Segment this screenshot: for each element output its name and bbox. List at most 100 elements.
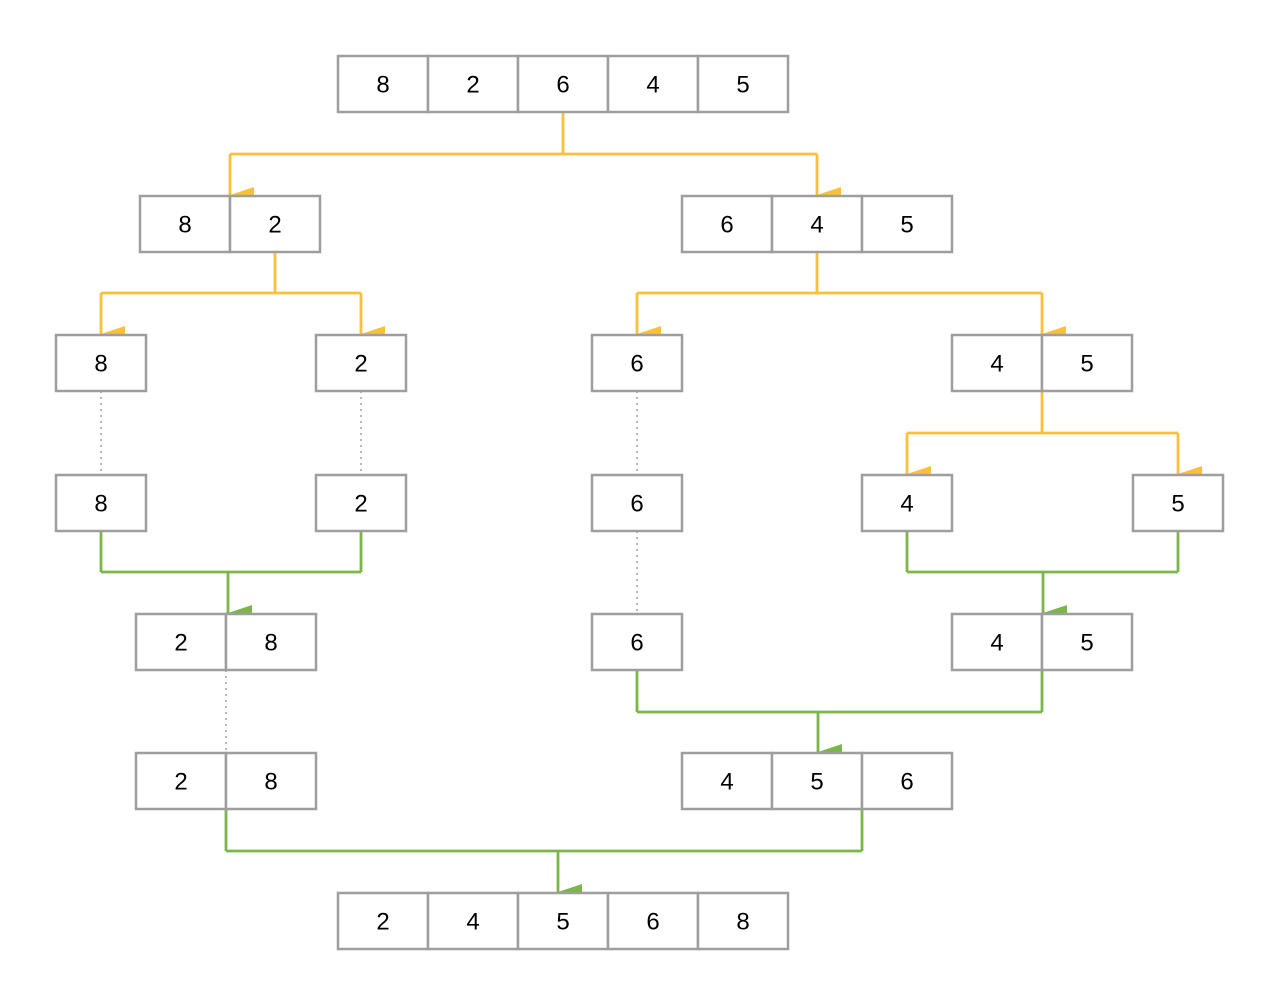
cell-value: 2 (354, 351, 367, 378)
array-cell: 5 (516, 891, 610, 951)
cell-value: 5 (1171, 491, 1184, 518)
cell-value: 8 (376, 72, 389, 99)
array-cell: 8 (224, 612, 318, 672)
cell-box (314, 333, 408, 393)
array-cell: 5 (860, 194, 954, 254)
cell-value: 2 (174, 630, 187, 657)
cell-value: 8 (264, 769, 277, 796)
array-cell: 6 (606, 891, 700, 951)
cell-value: 6 (630, 491, 643, 518)
cell-value: 2 (174, 769, 187, 796)
cell-value: 5 (900, 212, 913, 239)
array-cell: 2 (134, 751, 228, 811)
cell-box (336, 54, 430, 114)
array-cell: 8 (696, 891, 790, 951)
array-cell: 4 (770, 194, 864, 254)
cell-value: 8 (178, 212, 191, 239)
array-cell: 2 (426, 54, 520, 114)
array-cell: 2 (336, 891, 430, 951)
cell-value: 6 (556, 72, 569, 99)
cell-value: 2 (466, 72, 479, 99)
connectors (99, 112, 1202, 900)
cell-box (680, 751, 774, 811)
array-cell: 6 (516, 54, 610, 114)
array-leaf-5: 5 (1131, 473, 1225, 533)
array-cell: 8 (54, 333, 148, 393)
cell-box (860, 194, 954, 254)
array-cell: 4 (606, 54, 700, 114)
array-leaf-8: 8 (54, 333, 148, 393)
cell-value: 5 (1080, 351, 1093, 378)
array-cell: 8 (336, 54, 430, 114)
cell-value: 5 (556, 909, 569, 936)
cell-value: 6 (630, 351, 643, 378)
cell-box (54, 473, 148, 533)
cell-box (950, 612, 1044, 672)
array-carry-6a: 6 (590, 473, 684, 533)
array-cell: 6 (590, 333, 684, 393)
array-cell: 8 (138, 194, 232, 254)
cell-box (1131, 473, 1225, 533)
cell-value: 4 (810, 212, 823, 239)
cell-value: 5 (810, 769, 823, 796)
array-cell: 2 (228, 194, 322, 254)
array-cell: 2 (314, 333, 408, 393)
cell-box (426, 54, 520, 114)
array-cell: 4 (860, 473, 954, 533)
cell-value: 2 (354, 491, 367, 518)
cell-box (950, 333, 1044, 393)
cell-value: 5 (1080, 630, 1093, 657)
cell-box (516, 54, 610, 114)
array-leaf-6: 6 (590, 333, 684, 393)
array-cell: 2 (134, 612, 228, 672)
array-cell: 5 (1040, 333, 1134, 393)
cell-value: 4 (900, 491, 913, 518)
cell-box (860, 751, 954, 811)
cell-box (1040, 333, 1134, 393)
array-cell: 5 (1040, 612, 1134, 672)
array-leaf-2: 2 (314, 333, 408, 393)
array-cell: 5 (696, 54, 790, 114)
array-split-right: 6 4 5 (680, 194, 954, 254)
array-cell: 8 (224, 751, 318, 811)
cell-box (54, 333, 148, 393)
array-cell: 4 (950, 612, 1044, 672)
cell-value: 6 (630, 630, 643, 657)
cell-box (770, 194, 864, 254)
cell-box (590, 473, 684, 533)
cell-box (696, 54, 790, 114)
cell-box (860, 473, 954, 533)
array-input: 8 2 6 4 5 (336, 54, 790, 114)
array-carry-8: 8 (54, 473, 148, 533)
cell-value: 2 (268, 212, 281, 239)
array-sorted-output: 2 4 5 6 8 (336, 891, 790, 951)
cell-box (228, 194, 322, 254)
array-leaf-4: 4 (860, 473, 954, 533)
array-cell: 6 (590, 612, 684, 672)
cell-box (134, 751, 228, 811)
cell-value: 8 (264, 630, 277, 657)
cell-value: 6 (720, 212, 733, 239)
cell-value: 4 (646, 72, 659, 99)
cell-box (224, 751, 318, 811)
cell-box (590, 612, 684, 672)
array-cell: 5 (770, 751, 864, 811)
cell-value: 8 (736, 909, 749, 936)
cell-value: 4 (990, 630, 1003, 657)
array-cell: 6 (590, 473, 684, 533)
array-cell: 4 (426, 891, 520, 951)
cell-value: 6 (646, 909, 659, 936)
array-cell: 8 (54, 473, 148, 533)
array-cell: 4 (950, 333, 1044, 393)
cell-value: 2 (376, 909, 389, 936)
array-cell: 6 (680, 194, 774, 254)
cell-value: 4 (720, 769, 733, 796)
cell-value: 4 (990, 351, 1003, 378)
cell-box (696, 891, 790, 951)
